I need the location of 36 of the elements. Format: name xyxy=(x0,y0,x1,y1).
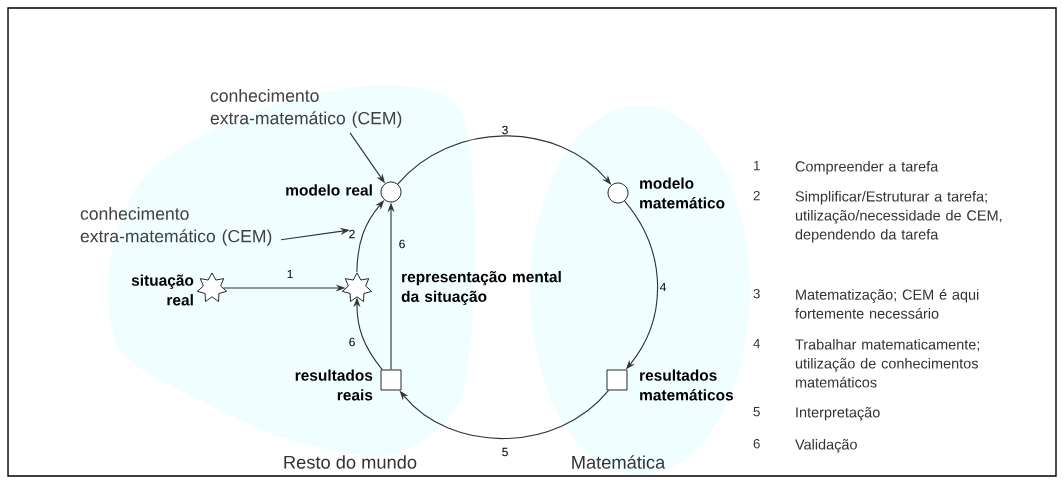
note-text: conhecimento extra-matemático (CEM) xyxy=(210,88,402,128)
step-number: 6 xyxy=(753,438,760,449)
edge-label: 6 xyxy=(399,239,405,249)
region-label: Matemática xyxy=(572,455,666,469)
step-description: Simplificar/Estruturar a tarefa; utilização/necessidade de CEM, dependendo da tarefa xyxy=(795,190,1002,243)
node-label: resultados matemáticos xyxy=(640,369,733,401)
node-label: representação mental da situação xyxy=(401,270,561,306)
edge-label: 5 xyxy=(502,447,508,457)
step-description: Matematização; CEM é aqui fortemente necessário xyxy=(795,288,979,319)
step-description: Validação xyxy=(795,438,857,453)
star-symbol xyxy=(196,272,228,302)
edge-label: 6 xyxy=(349,337,355,347)
box-symbol xyxy=(380,369,402,391)
note-text: conhecimento extra-matemático (CEM) xyxy=(80,206,272,246)
edge-label: 4 xyxy=(659,282,666,292)
step-description: Interpretação xyxy=(796,406,880,421)
node-label: situação real xyxy=(131,274,194,306)
circle-symbol xyxy=(607,182,629,204)
circle-symbol xyxy=(380,181,402,203)
edge-label: 1 xyxy=(287,269,293,279)
step-description: Trabalhar matematicamente; utilização de conhecimentos matemáticos xyxy=(795,338,980,388)
node-label: modelo real xyxy=(286,184,372,196)
region-label: Resto do mundo xyxy=(284,455,417,469)
star-symbol xyxy=(341,272,373,302)
node-label: resultados reais xyxy=(295,369,373,401)
box-symbol xyxy=(606,369,628,391)
edge-label: 2 xyxy=(349,229,355,239)
step-number: 5 xyxy=(753,406,760,417)
step-number: 4 xyxy=(753,338,760,349)
step-number: 2 xyxy=(753,190,760,201)
step-number: 1 xyxy=(754,160,760,171)
arrow xyxy=(399,389,610,440)
step-description: Compreender a tarefa xyxy=(795,160,939,175)
edge-label: 3 xyxy=(502,125,508,135)
step-number: 3 xyxy=(753,288,760,299)
node-label: modelo matemático xyxy=(640,177,725,209)
